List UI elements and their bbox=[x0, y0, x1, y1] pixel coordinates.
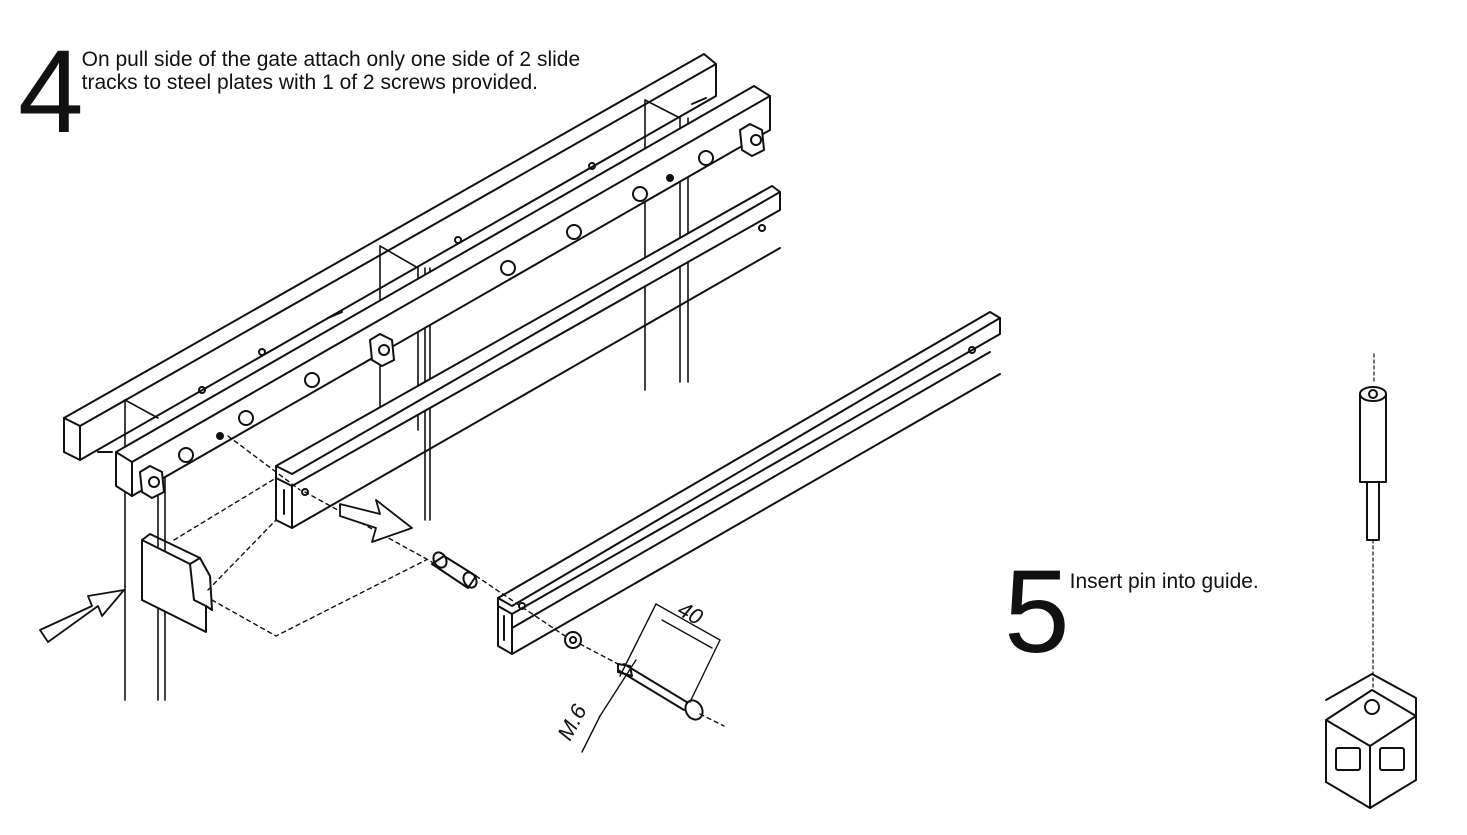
step-5-number: 5 bbox=[1004, 546, 1070, 678]
length-dimension-label: 40 bbox=[674, 596, 708, 630]
pin-guide-block bbox=[1325, 673, 1417, 809]
spacer-tube bbox=[431, 551, 478, 589]
dimension-lines bbox=[581, 603, 721, 753]
insert-arrows bbox=[39, 499, 413, 643]
step-5-instruction: Insert pin into guide. bbox=[1069, 570, 1259, 593]
end-cap bbox=[141, 533, 213, 633]
step-4-instruction: On pull side of the gate attach only one… bbox=[81, 48, 581, 94]
back-frame-beam bbox=[63, 53, 717, 461]
washer bbox=[564, 631, 582, 649]
steel-plate-beam bbox=[97, 85, 771, 499]
loose-slide-track bbox=[497, 311, 1001, 655]
step-5: 5 Insert pin into guide. bbox=[1004, 546, 1259, 678]
assembly-guides bbox=[173, 435, 725, 727]
step-4-number: 4 bbox=[18, 26, 84, 158]
guide-pin bbox=[1359, 353, 1387, 691]
screw bbox=[617, 663, 704, 721]
thread-dimension-label: M.6 bbox=[552, 700, 592, 745]
mounted-slide-track bbox=[275, 185, 781, 529]
step-4: 4 On pull side of the gate attach only o… bbox=[18, 26, 622, 158]
